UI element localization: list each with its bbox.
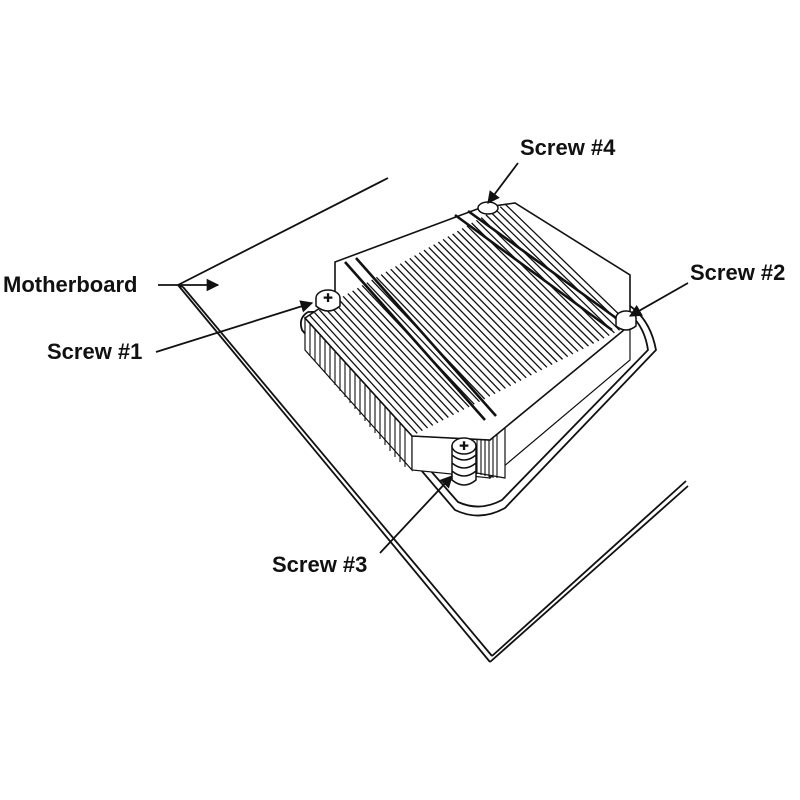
heatsink-fin-top bbox=[303, 202, 631, 441]
leader-screw4 bbox=[487, 162, 519, 205]
leader-lines bbox=[155, 162, 689, 554]
svg-text:✚: ✚ bbox=[323, 291, 333, 305]
label-screw-1: Screw #1 bbox=[47, 339, 143, 364]
label-screw-3: Screw #3 bbox=[272, 552, 368, 577]
leader-screw3 bbox=[379, 475, 453, 554]
label-screw-4: Screw #4 bbox=[520, 135, 616, 160]
svg-text:✚: ✚ bbox=[459, 439, 469, 453]
screw-1: ✚ bbox=[315, 289, 341, 312]
label-motherboard: Motherboard bbox=[3, 272, 138, 297]
screw-3: ✚ bbox=[451, 437, 477, 486]
leader-screw2 bbox=[628, 282, 689, 317]
label-screw-2: Screw #2 bbox=[690, 260, 786, 285]
screw-2 bbox=[615, 310, 637, 331]
leader-screw1 bbox=[155, 300, 314, 353]
screw-4 bbox=[477, 201, 499, 215]
